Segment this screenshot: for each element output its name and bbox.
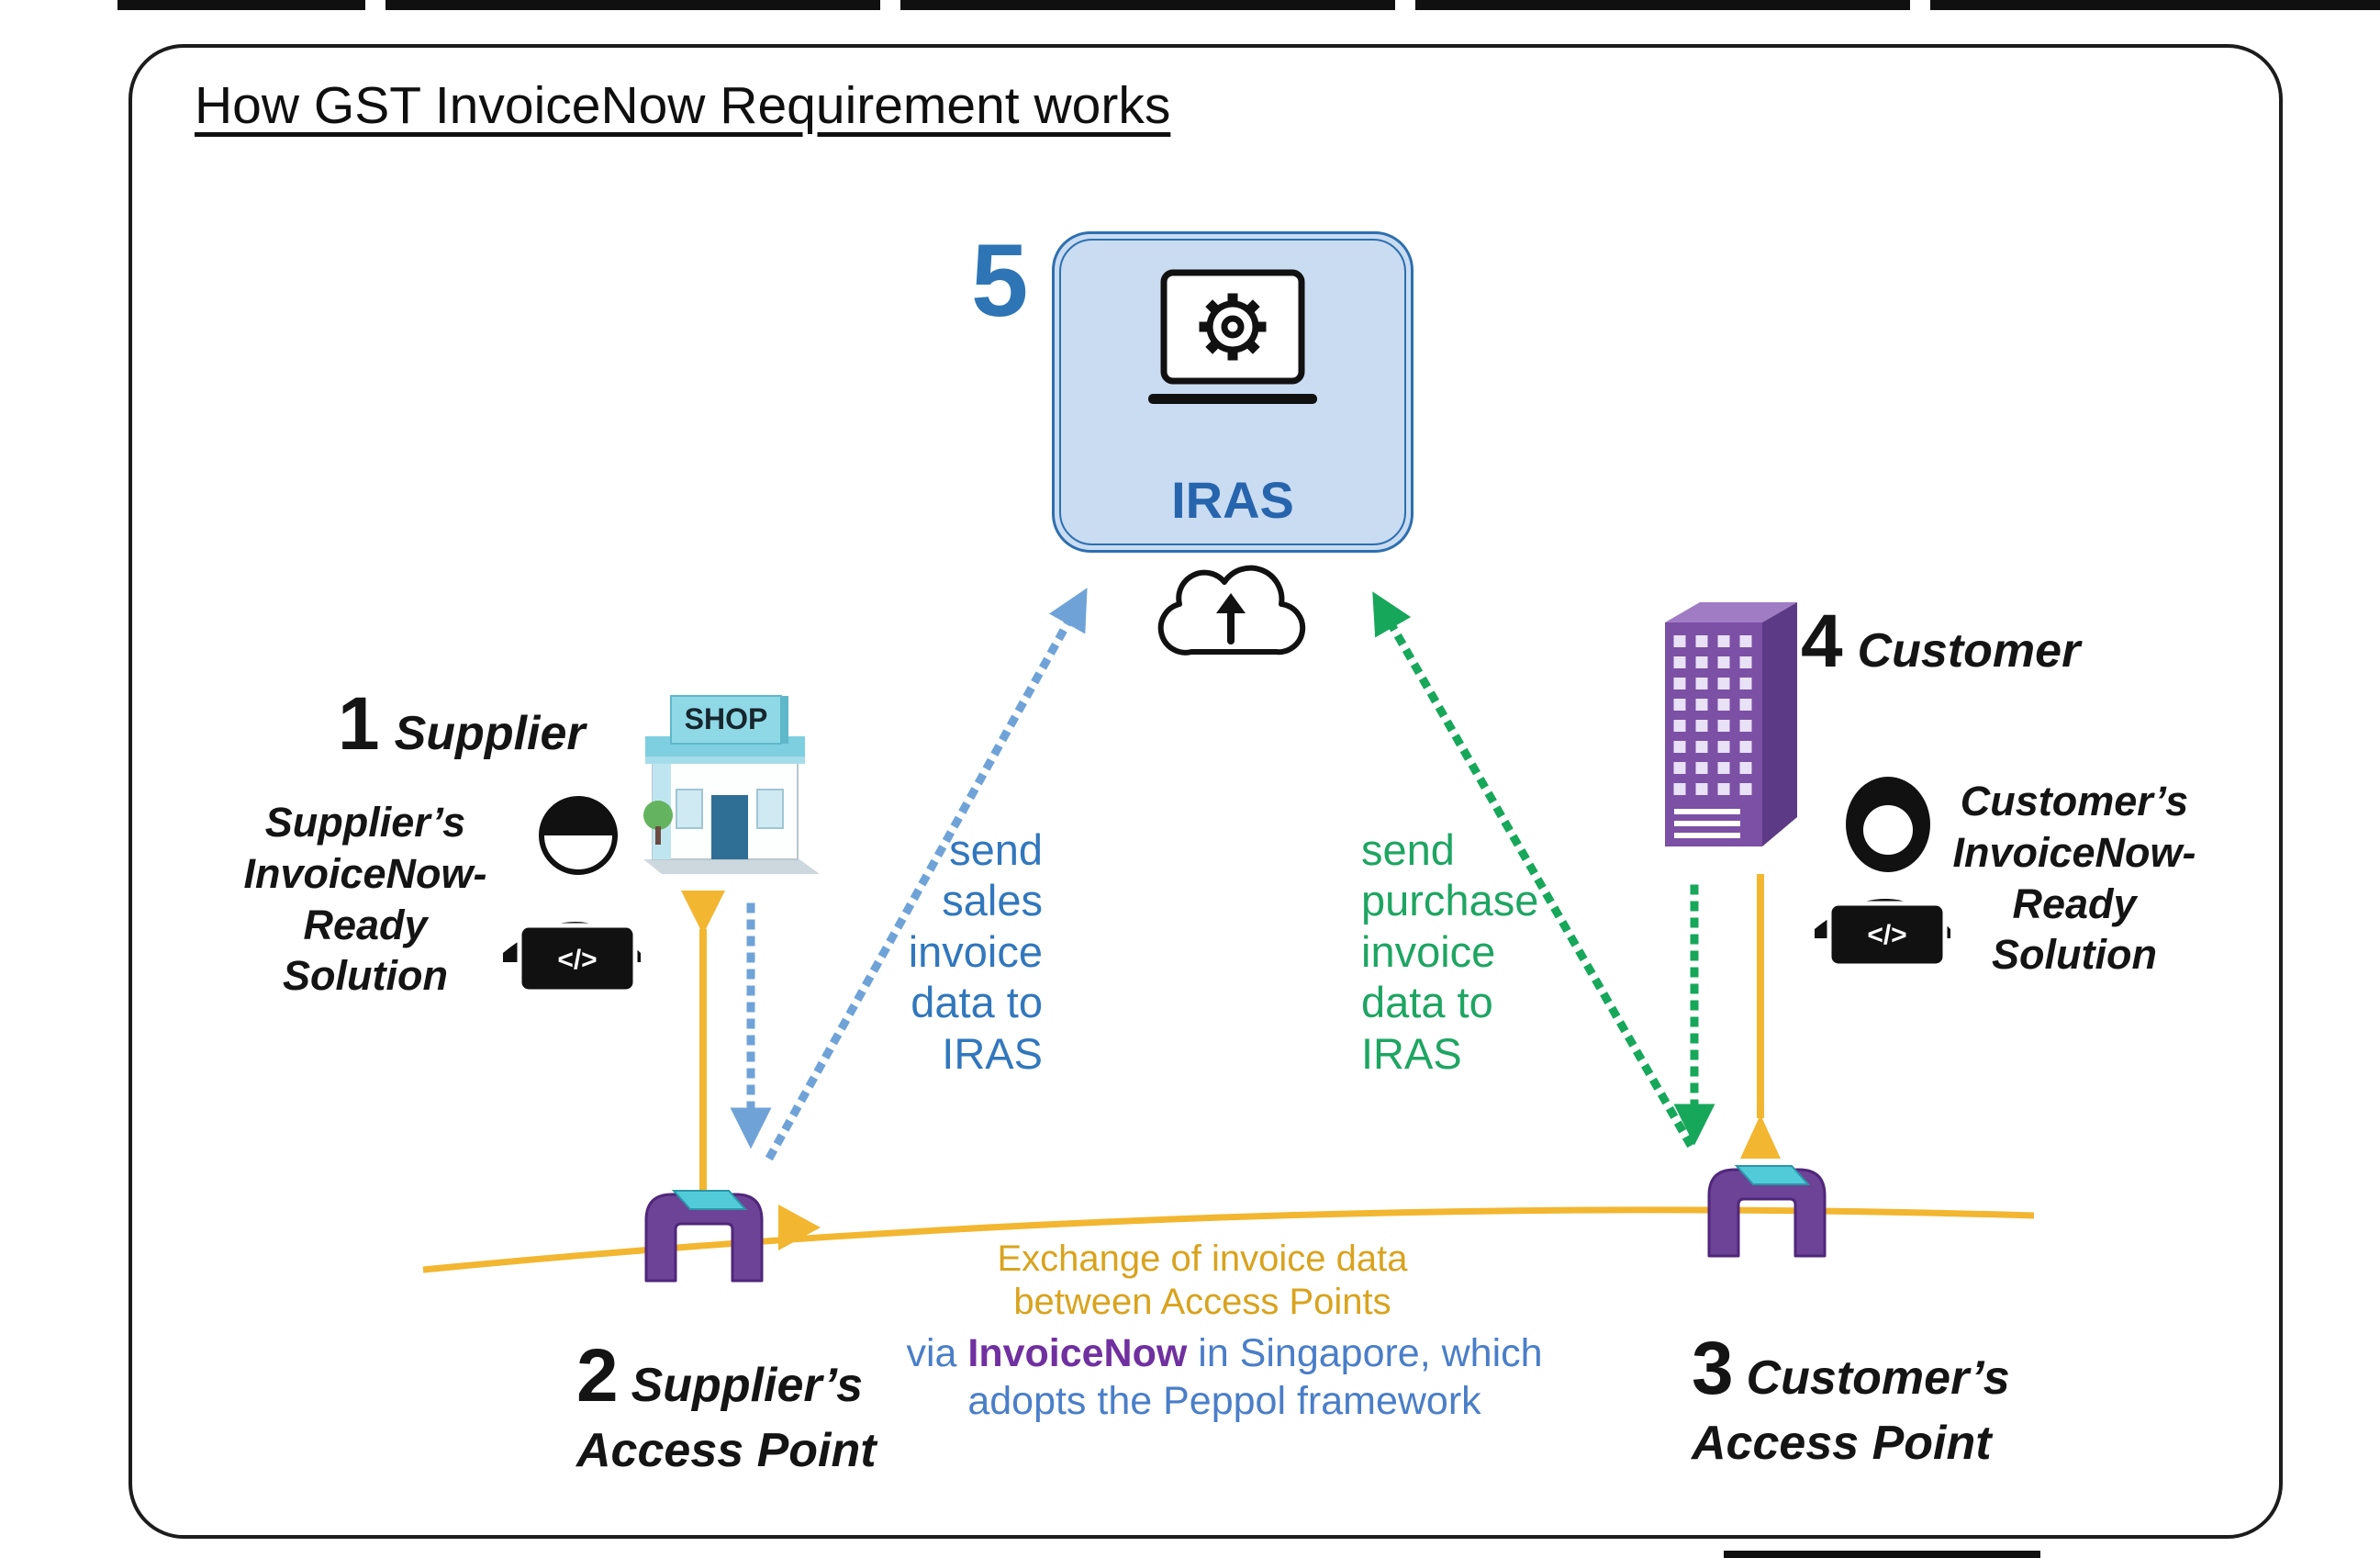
step-number-1: 1 (338, 682, 380, 766)
customer-solution-label: Customer’s InvoiceNow- Ready Solution (1932, 776, 2217, 981)
supplier-ap-line1: Supplier’s (631, 1359, 863, 1412)
supplier-ap-line2: Access Point (576, 1424, 877, 1477)
supplier-solution-line: Solution (283, 952, 448, 1000)
diagram-border (128, 44, 2283, 1539)
customer-access-point-label: 3 Customer’s Access Point (1692, 1327, 2010, 1470)
step-number-3: 3 (1692, 1327, 1734, 1410)
step-number-2: 2 (576, 1334, 619, 1418)
purchase-flow-line: send (1361, 825, 1455, 874)
sales-flow-line: sales (942, 876, 1043, 925)
sales-flow-line: IRAS (942, 1028, 1043, 1078)
sales-invoice-arrow (765, 588, 1088, 1161)
customer-ap-line2: Access Point (1692, 1417, 1992, 1470)
iras-node: IRAS (1052, 231, 1413, 553)
purchase-flow-line: data to (1361, 978, 1493, 1027)
customer-solution-line: InvoiceNow- (1952, 828, 2196, 876)
customer-yellow-arrowhead (1740, 1115, 1781, 1159)
purchase-flow-line: invoice (1361, 926, 1496, 976)
iras-label: IRAS (1171, 471, 1294, 529)
laptop-code-text: </> (557, 945, 597, 975)
customer-solution-line: Ready (2012, 880, 2137, 927)
purchase-flow-text: send purchase invoice data to IRAS (1361, 824, 1655, 1079)
shop-icon: SHOP (643, 695, 820, 874)
customer-label-text: Customer (1857, 624, 2081, 678)
shop-sign-text: SHOP (685, 702, 768, 735)
customer-person-laptop-icon: </> (1815, 777, 1950, 969)
supplier-access-point-icon (644, 1190, 764, 1283)
supplier-yellow-arrowhead (681, 891, 725, 935)
supplier-person-laptop-icon: </> (503, 796, 641, 994)
screen-artifact-bottom (1724, 1551, 2040, 1558)
supplier-label: 1 Supplier (338, 687, 586, 762)
supplier-label-text: Supplier (394, 707, 586, 760)
exchange-caption: Exchange of invoice data between Access … (927, 1238, 1478, 1324)
customer-ap-line1: Customer’s (1746, 1351, 2010, 1405)
step-number-4: 4 (1801, 600, 1843, 683)
sales-flow-text: send sales invoice data to IRAS (789, 824, 1043, 1079)
via-post: in Singapore, which (1187, 1331, 1543, 1375)
sales-flow-line: data to (911, 978, 1043, 1027)
cloud-upload-icon (1157, 565, 1306, 656)
customer-access-point-icon (1707, 1165, 1827, 1258)
purchase-invoice-arrow (1372, 591, 1695, 1149)
screen-artifact-top (117, 0, 2380, 10)
customer-building-icon (1665, 602, 1797, 846)
supplier-solution-line: Ready (303, 901, 428, 948)
sales-flow-line: send (949, 825, 1043, 874)
purchase-flow-line: purchase (1361, 876, 1539, 925)
invoicenow-brand: InvoiceNow (967, 1331, 1188, 1375)
via-caption-line1: via InvoiceNow in Singapore, which (903, 1329, 1546, 1377)
laptop-code-text: </> (1867, 920, 1906, 950)
step-number-5: 5 (971, 223, 1029, 338)
exchange-caption-line1: Exchange of invoice data (997, 1239, 1408, 1279)
supplier-solution-label: Supplier’s InvoiceNow- Ready Solution (218, 797, 512, 1002)
via-caption: via InvoiceNow in Singapore, which adopt… (903, 1329, 1546, 1426)
exchange-arrowhead (778, 1205, 821, 1250)
sales-flow-line: invoice (908, 926, 1043, 976)
laptop-gear-icon (1148, 269, 1317, 404)
purchase-flow-line: IRAS (1361, 1028, 1462, 1078)
exchange-caption-line2: between Access Points (1013, 1282, 1391, 1323)
via-caption-line2: adopts the Peppol framework (967, 1379, 1481, 1424)
diagram-title: How GST InvoiceNow Requirement works (195, 76, 1171, 135)
supplier-access-point-label: 2 Supplier’s Access Point (576, 1334, 877, 1477)
customer-label: 4 Customer (1801, 604, 2080, 679)
customer-solution-line: Customer’s (1960, 778, 2189, 824)
customer-solution-line: Solution (1992, 931, 2157, 979)
via-pre: via (906, 1331, 968, 1375)
supplier-solution-line: InvoiceNow- (243, 849, 487, 897)
supplier-solution-line: Supplier’s (264, 799, 466, 846)
